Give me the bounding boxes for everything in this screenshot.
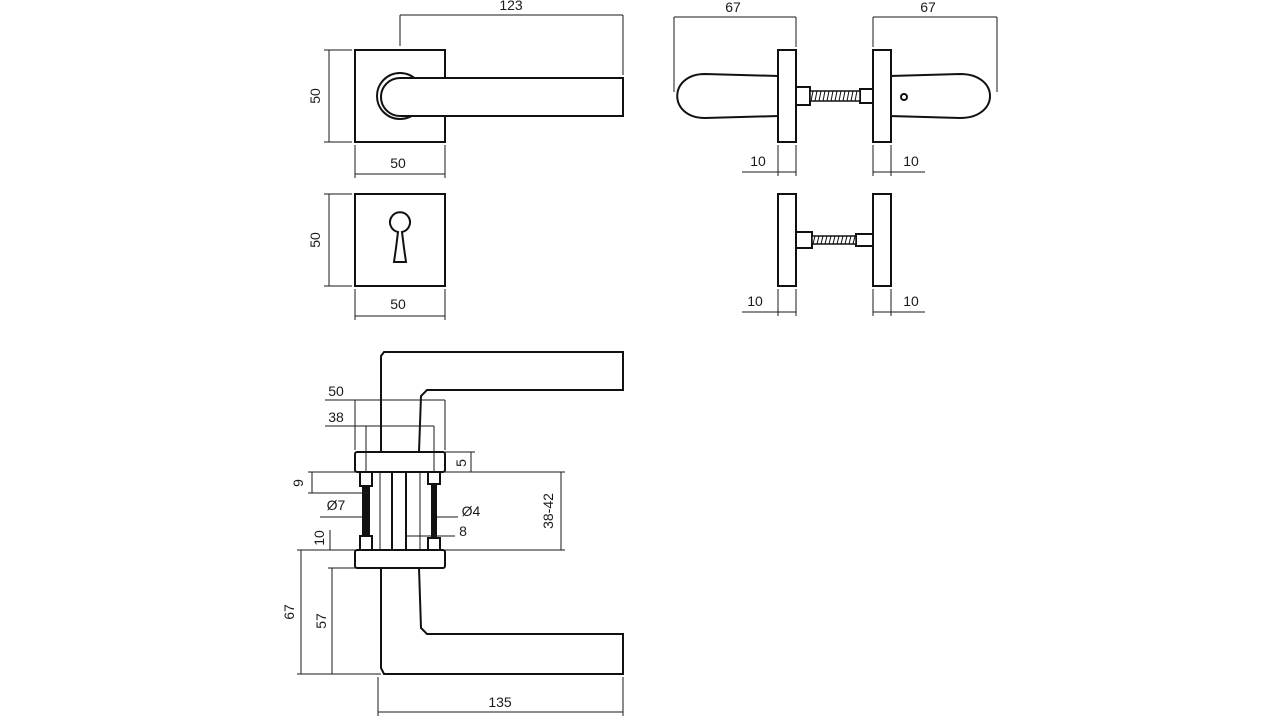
bolt-head-bottom	[427, 537, 441, 551]
section-view: 50 38 5 9 Ø7 Ø4 8 10 38-42	[281, 351, 624, 716]
dim-label-123: 123	[499, 0, 523, 13]
upper-lever	[380, 351, 624, 453]
dim-label-10-left: 10	[750, 153, 766, 169]
dim-label-5: 5	[453, 459, 469, 467]
bolt-head	[795, 231, 813, 249]
threaded-bolt-right	[431, 484, 437, 538]
dim-label-9: 9	[290, 479, 306, 487]
left-rose	[777, 49, 797, 143]
keyhole-icon	[389, 211, 411, 263]
dim-label-dia-7: Ø7	[327, 497, 346, 513]
dim-label-height: 50	[307, 88, 323, 104]
dim-label-height: 50	[307, 232, 323, 248]
bolt-sleeve-bottom	[359, 535, 373, 551]
dim-label-57: 57	[313, 613, 329, 629]
top-view: 123 50 50	[307, 0, 624, 178]
spindle-collar	[859, 88, 874, 104]
threaded-bolt-left	[362, 486, 370, 536]
release-pin-icon	[900, 93, 908, 101]
lower-rose	[354, 549, 446, 569]
dim-label-38-42: 38-42	[540, 493, 556, 529]
dim-label-8: 8	[459, 523, 467, 539]
dim-label-135: 135	[488, 694, 512, 710]
lower-lever	[380, 567, 624, 675]
dim-label-67-right: 67	[920, 0, 936, 15]
escutcheon-view: 50 50	[307, 193, 446, 320]
lever-handle	[380, 77, 624, 117]
bolt-sleeve-top	[359, 471, 373, 487]
dim-label-67-left: 67	[725, 0, 741, 15]
dim-label-width: 50	[390, 155, 406, 171]
dim-label-38: 38	[328, 409, 344, 425]
escutcheon-plate	[354, 193, 446, 287]
left-rose	[777, 193, 797, 287]
dim-label-10-right: 10	[903, 153, 919, 169]
dim-label-10-right: 10	[903, 293, 919, 309]
dim-label-10-left: 10	[747, 293, 763, 309]
right-handle	[889, 72, 991, 120]
dim-label-50: 50	[328, 383, 344, 399]
bolt-head-top	[427, 471, 441, 485]
side-view: 67 67 10 10	[673, 0, 998, 176]
right-rose	[872, 49, 892, 143]
right-rose	[872, 193, 892, 287]
square-spindle	[391, 471, 407, 551]
dim-label-67: 67	[281, 604, 297, 620]
side-view-bare: 10 10	[742, 193, 925, 316]
upper-rose	[354, 451, 446, 473]
dim-label-width: 50	[390, 296, 406, 312]
left-handle	[676, 72, 779, 120]
spindle-collar	[795, 86, 811, 106]
bolt-sleeve	[855, 233, 874, 247]
dim-label-dia-4: Ø4	[462, 503, 481, 519]
dim-label-10: 10	[311, 530, 327, 546]
